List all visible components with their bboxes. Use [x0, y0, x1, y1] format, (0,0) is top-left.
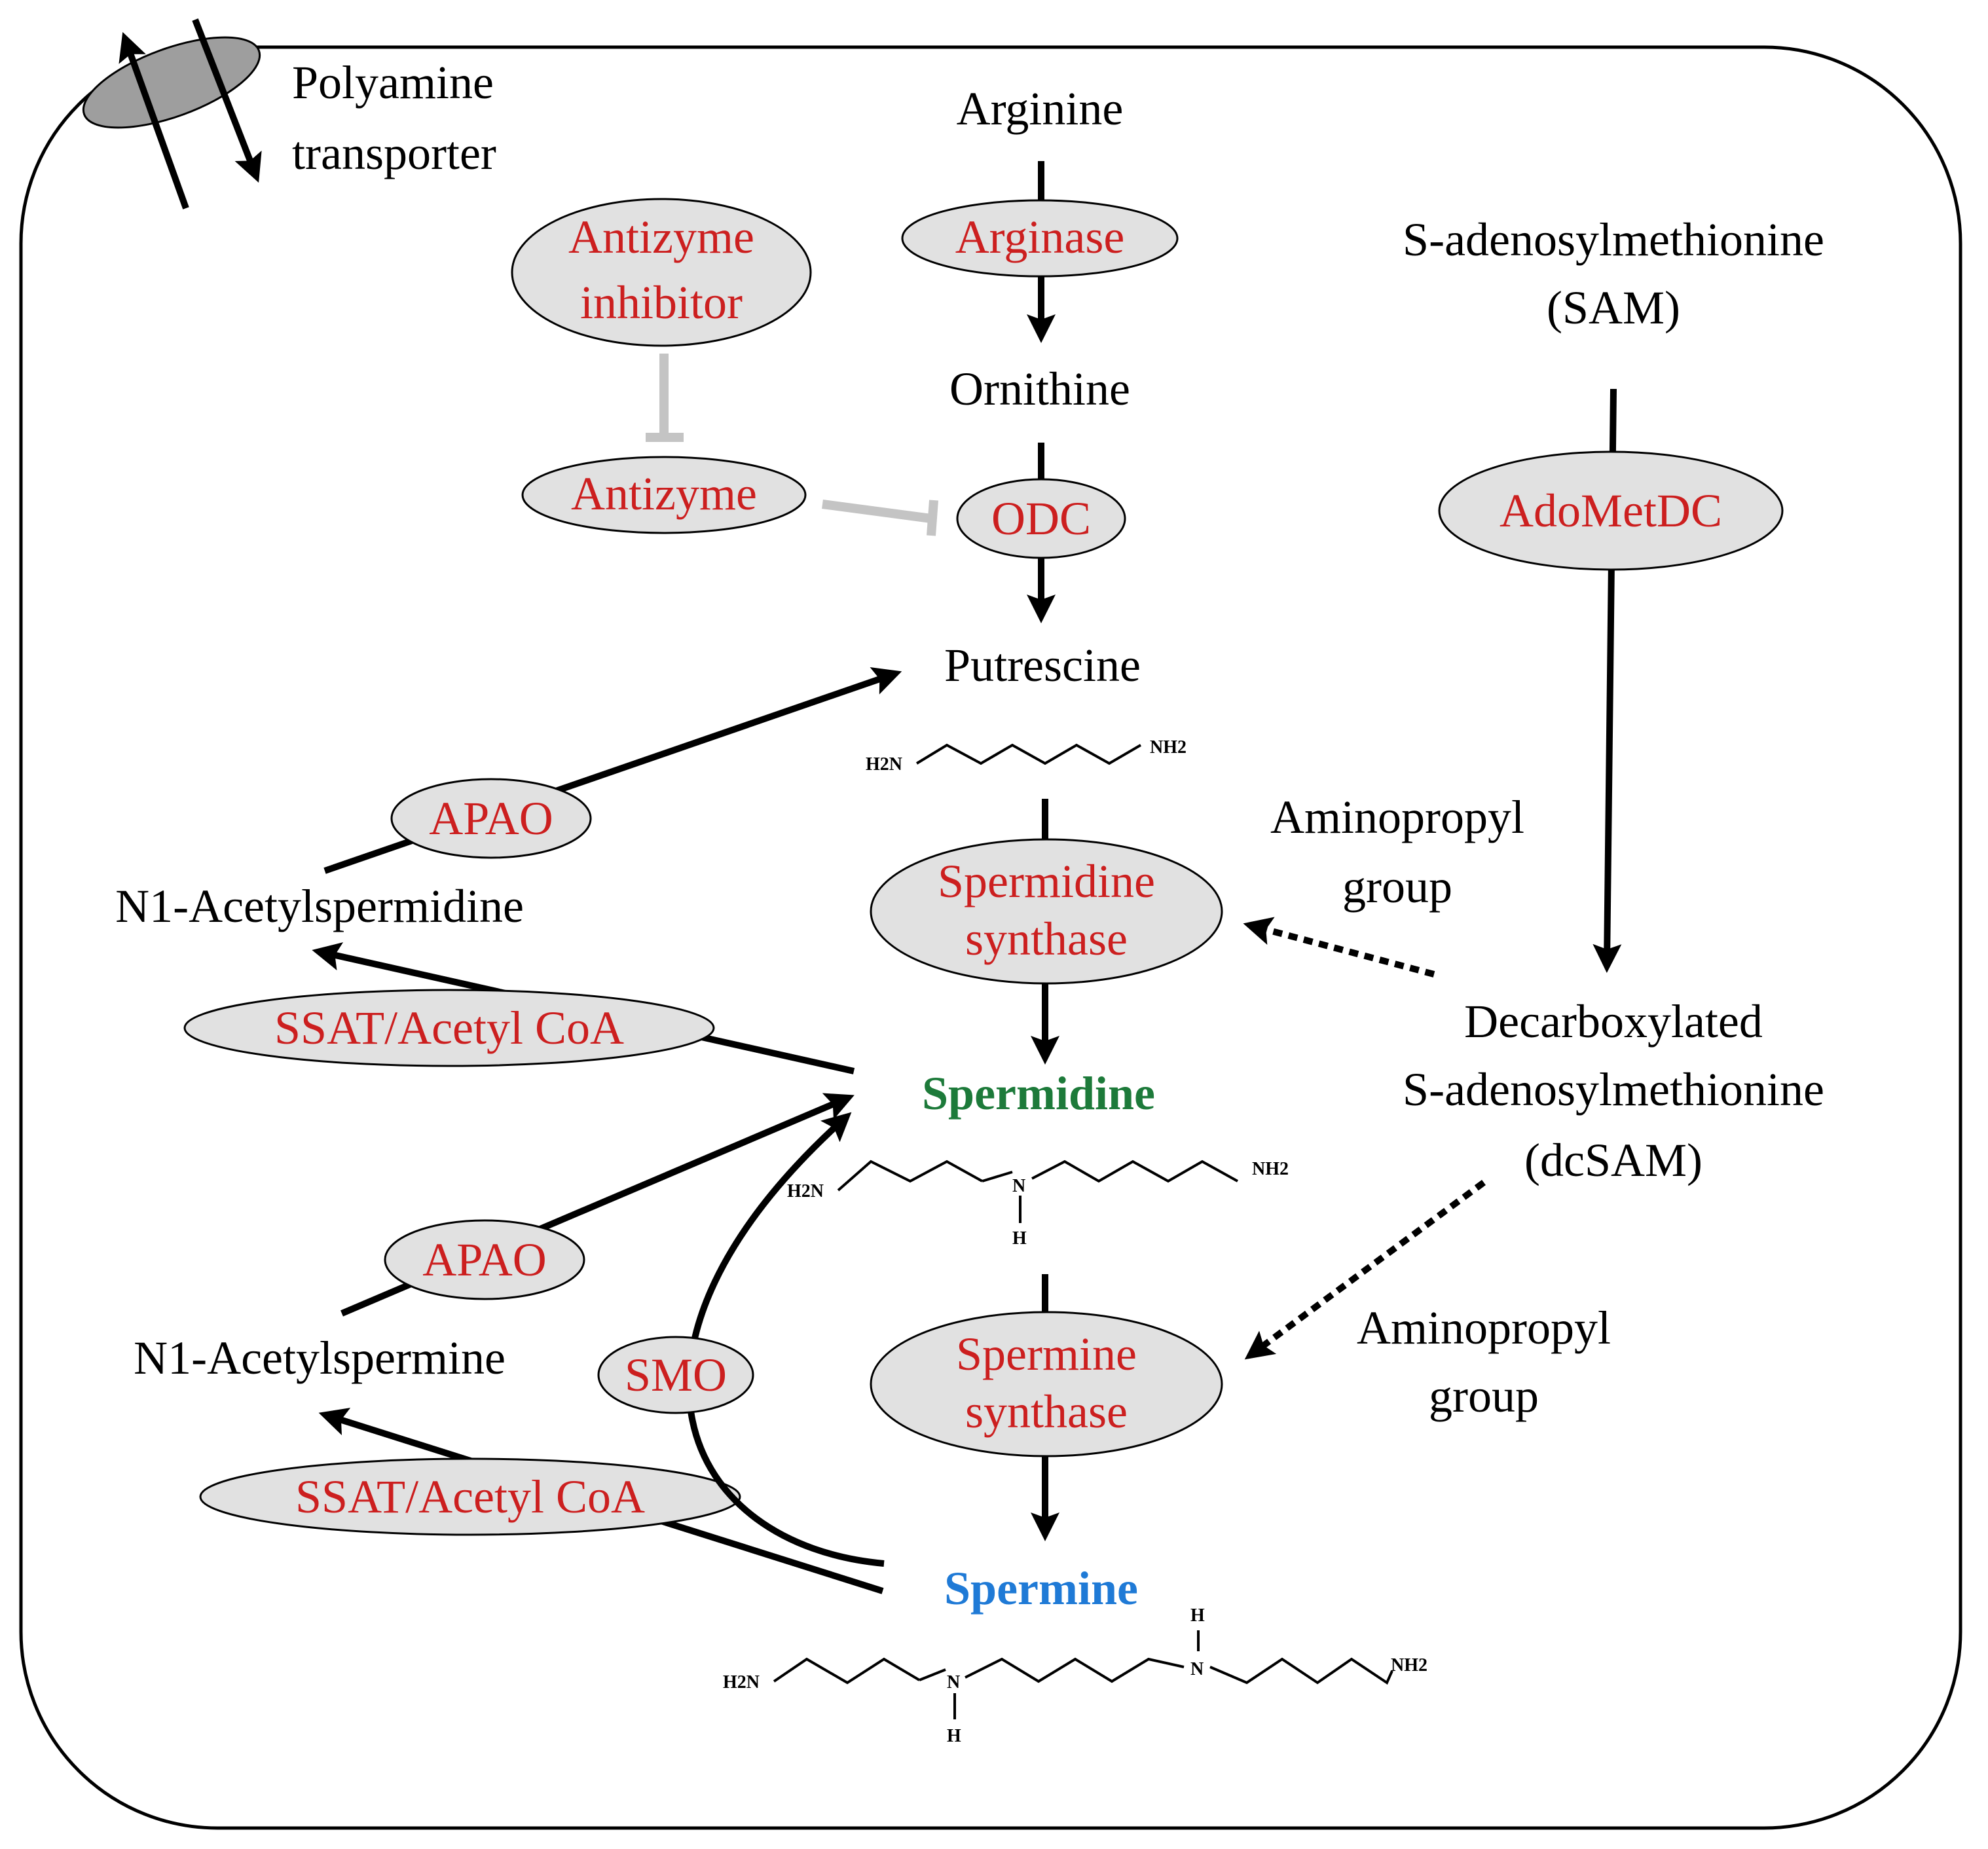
transporter-export-arrow [119, 31, 189, 210]
spermidine-synthase-label-line2: synthase [965, 913, 1128, 965]
antizyme-odc-inhibition [822, 500, 938, 536]
apao-lower-enzyme: APAO [384, 1219, 585, 1300]
transporter-ellipse [82, 36, 261, 129]
putrescine-label: Putrescine [944, 639, 1141, 691]
cell-membrane [19, 45, 1962, 1830]
spermine-label: Spermine [944, 1562, 1138, 1615]
polyamine-transporter: Polyamine transporter [82, 18, 496, 210]
svg-text:NH2: NH2 [1252, 1159, 1289, 1179]
transporter-label-line1: Polyamine [292, 56, 494, 109]
dcsam-label-line2: S-adenosylmethionine [1403, 1063, 1824, 1116]
svg-text:N: N [1012, 1176, 1025, 1196]
ssat-upper-enzyme: SSAT/Acetyl CoA [183, 989, 715, 1067]
spermidine-synthase-label-line1: Spermidine [938, 855, 1155, 907]
aminopropyl-1-label-line2: group [1342, 860, 1452, 913]
smo-label: SMO [625, 1349, 727, 1401]
adometdc-enzyme: AdoMetDC [1438, 450, 1784, 571]
svg-text:H2N: H2N [787, 1181, 824, 1201]
spermine-synthase-enzyme: Spermine synthase [870, 1311, 1223, 1457]
svg-text:H2N: H2N [866, 754, 902, 775]
odc-enzyme: ODC [956, 478, 1126, 559]
aminopropyl-to-spermidine-synthase-arrow [1243, 917, 1435, 978]
odc-label: ODC [991, 492, 1091, 545]
spermine-structure: H2N N H H N NH2 [723, 1605, 1427, 1746]
svg-text:NH2: NH2 [1150, 737, 1187, 758]
svg-text:H: H [947, 1726, 961, 1746]
arginase-enzyme: Arginase [901, 199, 1179, 278]
arginase-label: Arginase [955, 211, 1125, 263]
ssat-lower-enzyme: SSAT/Acetyl CoA [199, 1457, 741, 1536]
spermidine-label: Spermidine [922, 1067, 1155, 1120]
svg-text:N: N [947, 1672, 960, 1693]
transporter-label-line2: transporter [292, 127, 496, 179]
transporter-import-arrow [192, 18, 262, 183]
aminopropyl-to-spermine-synthase-arrow [1244, 1179, 1486, 1360]
antizyme-inhibitor-inhibition [646, 354, 684, 442]
putrescine-structure: H2N NH2 [866, 737, 1187, 775]
svg-text:H: H [1190, 1605, 1205, 1626]
spermine-synthase-label-line1: Spermine [956, 1328, 1137, 1380]
antizyme-inhibitor-label-line2: inhibitor [580, 276, 743, 329]
sam-label-line2: (SAM) [1547, 282, 1680, 334]
spermine-to-spermidine-smo-arrow [686, 1112, 885, 1567]
n1-acetylspermidine-label: N1-Acetylspermidine [115, 880, 524, 932]
ornithine-label: Ornithine [949, 363, 1130, 415]
apao-lower-label: APAO [422, 1234, 546, 1286]
spermidine-structure: H2N N H NH2 [787, 1159, 1289, 1249]
antizyme-inhibitor-enzyme: Antizyme inhibitor [511, 198, 812, 347]
svg-text:N: N [1190, 1659, 1204, 1679]
dcsam-label-line1: Decarboxylated [1464, 995, 1763, 1048]
aminopropyl-1-label-line1: Aminopropyl [1270, 791, 1524, 843]
spermine-synthase-label-line2: synthase [965, 1385, 1128, 1438]
antizyme-label: Antizyme [571, 467, 757, 520]
aminopropyl-2-label-line2: group [1429, 1370, 1539, 1422]
svg-text:H: H [1012, 1228, 1027, 1249]
dcsam-label-line3: (dcSAM) [1524, 1134, 1703, 1186]
spermidine-synthase-enzyme: Spermidine synthase [870, 838, 1223, 985]
adometdc-label: AdoMetDC [1500, 485, 1722, 537]
arginine-label: Arginine [957, 82, 1124, 135]
ssat-lower-label: SSAT/Acetyl CoA [295, 1471, 645, 1523]
n1-acetylspermine-label: N1-Acetylspermine [134, 1332, 506, 1384]
sam-label-line1: S-adenosylmethionine [1403, 213, 1824, 266]
svg-text:NH2: NH2 [1391, 1655, 1427, 1675]
apao-upper-enzyme: APAO [390, 778, 592, 859]
apao-upper-label: APAO [429, 792, 553, 845]
ssat-upper-label: SSAT/Acetyl CoA [274, 1002, 624, 1054]
aminopropyl-2-label-line1: Aminopropyl [1357, 1302, 1611, 1354]
svg-text:H2N: H2N [723, 1672, 760, 1693]
antizyme-inhibitor-label-line1: Antizyme [568, 211, 754, 263]
smo-enzyme: SMO [597, 1336, 754, 1414]
antizyme-enzyme: Antizyme [521, 456, 807, 534]
